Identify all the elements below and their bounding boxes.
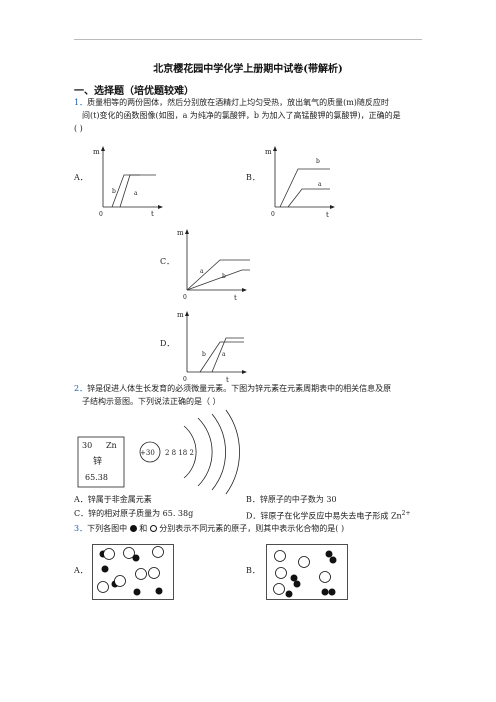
q1-graph-d[interactable]: m 0 t b a <box>172 308 252 388</box>
nucleus-circle <box>139 441 161 463</box>
q1-c-curve-b: b <box>222 273 226 280</box>
q1-number: 1． <box>74 98 88 107</box>
q1-graph-b[interactable]: m 0 t b a <box>260 143 340 223</box>
q2-option-b[interactable]: B．锌原子的中子数为 30 <box>246 495 337 504</box>
periodic-cell <box>77 436 125 488</box>
q1-line1: 1．质量相等的两份固体，然后分别放在酒精灯上均匀受热，放出氧气的质量(m)随反应… <box>74 98 389 107</box>
q1-option-c-label[interactable]: C． <box>160 257 175 266</box>
q3-box-a[interactable] <box>92 544 174 600</box>
q1-graph-a[interactable]: m 0 t b a <box>88 143 168 223</box>
header-rule <box>74 39 422 40</box>
q3-line: 3．下列各图中 和 分别表示不同元素的原子，则其中表示化合物的是( ) <box>74 524 345 533</box>
q2-option-d[interactable]: D．锌原子在化学反应中易失去电子形成 Zn2+ <box>246 510 411 521</box>
q1-b-xlabel: t <box>326 211 329 219</box>
q3-number: 3． <box>74 524 88 533</box>
q1-a-xlabel: t <box>151 210 154 218</box>
q1-option-a-label[interactable]: A． <box>74 173 88 182</box>
q1-d-origin: 0 <box>183 376 187 383</box>
q1-d-ylabel: m <box>177 311 184 319</box>
zinc-atomic-number: 30 <box>82 441 92 450</box>
q3-option-b-label[interactable]: B． <box>246 566 260 575</box>
q1-graph-c[interactable]: m 0 t a b <box>172 226 252 306</box>
q1-line3: ( ) <box>74 124 83 133</box>
q3-box-b[interactable] <box>266 544 348 600</box>
q3-option-a-label[interactable]: A． <box>74 566 88 575</box>
electron-shells: 2 8 18 2 <box>165 449 194 457</box>
q1-a-curve-b: b <box>112 188 116 195</box>
zinc-mass: 65.38 <box>85 473 108 482</box>
white-atom-icon <box>149 525 157 532</box>
q1-b-curve-b: b <box>316 158 320 165</box>
q1-a-curve-a: a <box>134 190 138 197</box>
q2-option-a[interactable]: A．锌属于非金属元素 <box>74 495 152 504</box>
q1-line2: 间(t)变化的函数图像(如图，a 为纯净的氯酸钾，b 为加入了高锰酸钾的氯酸钾)… <box>82 111 401 120</box>
q1-b-curve-a: a <box>318 181 322 188</box>
q1-b-origin: 0 <box>271 211 275 218</box>
q1-d-curve-b: b <box>202 351 206 358</box>
q1-option-b-label[interactable]: B． <box>246 173 260 182</box>
zinc-symbol: Zn <box>106 441 117 450</box>
q1-a-origin: 0 <box>99 211 103 218</box>
doc-title: 北京樱花园中学化学上册期中试卷(带解析) <box>153 64 343 75</box>
zinc-name: 锌 <box>93 455 102 467</box>
q2-line2: 子结构示意图。下列说法正确的是（ ） <box>82 397 221 406</box>
q1-c-origin: 0 <box>183 294 187 301</box>
q1-a-ylabel: m <box>93 148 100 156</box>
nucleus-charge: +30 <box>140 449 155 457</box>
section-title: 一、选择题（培优题较难） <box>74 86 194 97</box>
black-atom-icon <box>129 525 137 532</box>
q1-d-xlabel: t <box>226 376 229 384</box>
q1-b-ylabel: m <box>265 148 272 156</box>
q2-option-c[interactable]: C．锌的相对原子质量为 65. 38g <box>74 509 194 518</box>
q1-c-xlabel: t <box>234 294 237 302</box>
q2-number: 2． <box>74 384 88 393</box>
q1-d-curve-a: a <box>222 351 226 358</box>
q1-option-d-label[interactable]: D． <box>160 339 175 348</box>
q1-c-ylabel: m <box>177 229 184 237</box>
q2-line1: 2．锌是促进人体生长发育的必须微量元素。下图为锌元素在元素周期表中的相关信息及原 <box>74 384 392 393</box>
zinc-figure: 30 Zn 锌 65.38 +30 2 8 18 2 <box>77 409 240 495</box>
q1-c-curve-a: a <box>200 268 204 275</box>
